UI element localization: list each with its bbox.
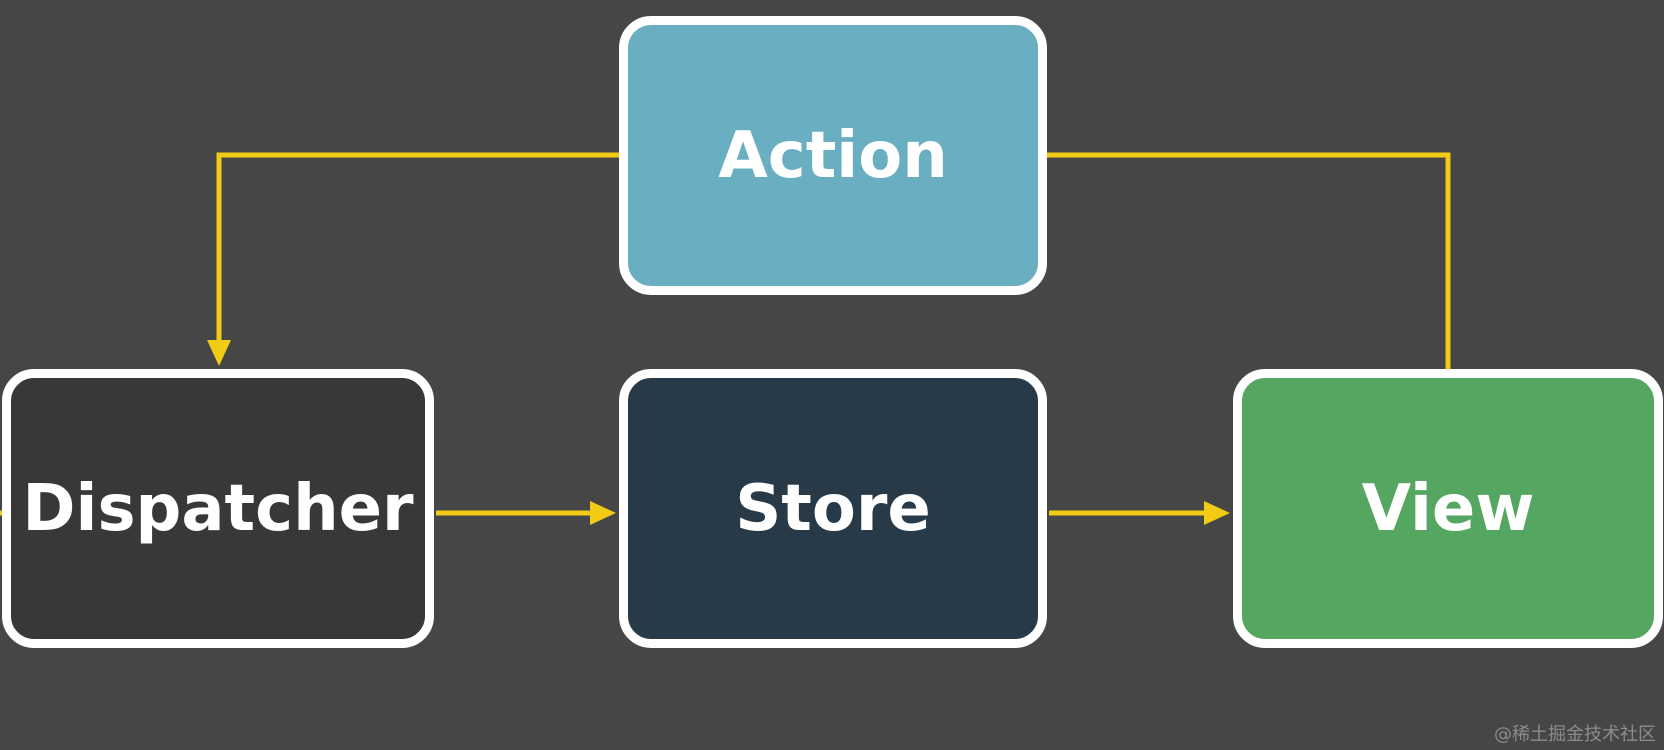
action-label: Action [718, 118, 948, 193]
arrowhead-store [590, 501, 616, 525]
store-label: Store [735, 471, 931, 546]
arrowhead-view [1204, 501, 1230, 525]
dispatcher-label: Dispatcher [22, 471, 414, 546]
dispatcher-node: Dispatcher [2, 369, 434, 648]
watermark: @稀土掘金技术社区 [1494, 724, 1656, 745]
arrowhead-dispatcher [207, 340, 231, 366]
view-node: View [1233, 369, 1663, 648]
edge-view-to-action [1047, 152, 1451, 369]
view-label: View [1361, 471, 1535, 546]
store-node: Store [619, 369, 1047, 648]
edge-action-to-dispatcher [216, 152, 619, 344]
action-node: Action [619, 16, 1047, 295]
